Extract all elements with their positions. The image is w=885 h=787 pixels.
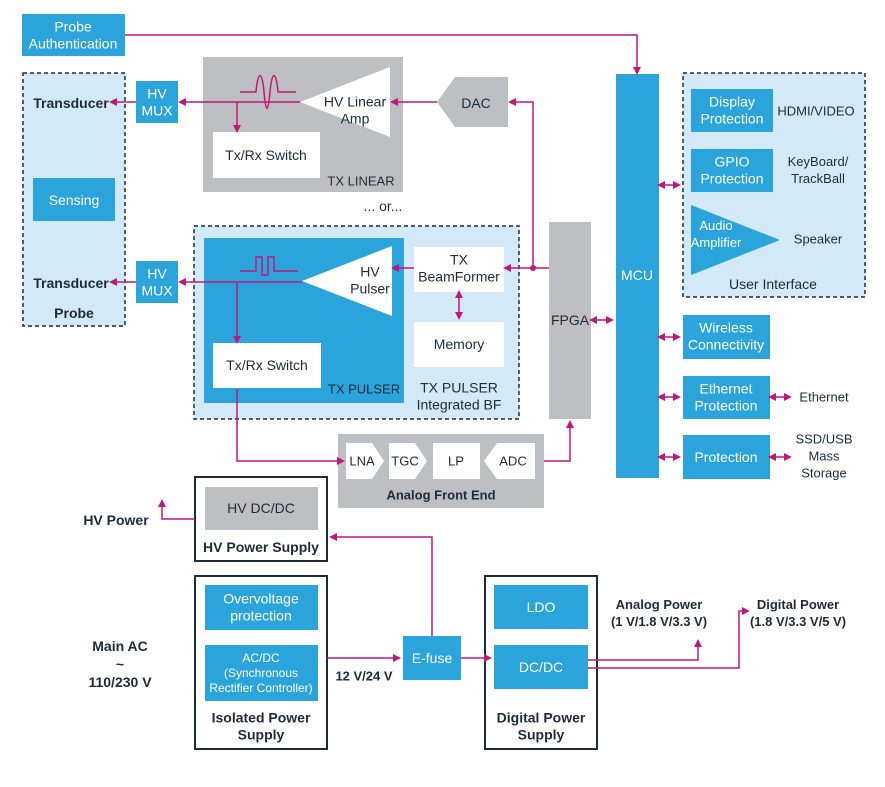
analog-power-label: Analog Power(1 V/1.8 V/3.3 V) xyxy=(611,597,707,629)
sine-burst-icon xyxy=(240,74,296,110)
ldo-label: LDO xyxy=(527,599,556,615)
sensing-label: Sensing xyxy=(49,192,100,208)
tx-pulser-title: TX PULSER xyxy=(328,382,400,397)
sensing-box xyxy=(33,178,115,221)
tgc-shape xyxy=(389,443,427,479)
hv-mux-top-box xyxy=(136,81,178,123)
user-interface-label: User Interface xyxy=(729,276,817,292)
acdc-box xyxy=(205,645,318,701)
hv-linear-amp-triangle xyxy=(300,67,390,137)
wireless-connectivity-box xyxy=(683,315,770,359)
display-protection-box xyxy=(691,89,773,132)
dcdc-label: DC/DC xyxy=(519,659,563,675)
fpga-label: FPGA xyxy=(551,312,590,328)
lp-box xyxy=(433,443,480,479)
tx-linear-title: TX LINEAR xyxy=(327,174,394,189)
digital-power-label: Digital Power(1.8 V/3.3 V/5 V) xyxy=(750,597,846,629)
mcu-label: MCU xyxy=(621,267,653,283)
connector-adc-fpga xyxy=(544,420,574,462)
hv-mux-bottom-box xyxy=(136,261,178,303)
v12-24-label: 12 V/24 V xyxy=(335,669,392,684)
main-ac-label: Main AC~110/230 V xyxy=(88,638,152,690)
transducer-top-label: Transducer xyxy=(33,95,109,111)
analog-front-end-label: Analog Front End xyxy=(386,488,495,503)
connector-efuse-hv xyxy=(329,533,433,636)
txrx-switch-pulser-box xyxy=(213,343,321,388)
overvoltage-protection-box xyxy=(205,585,318,630)
connector-hv-power-out xyxy=(158,499,195,520)
ethernet-label: Ethernet xyxy=(799,390,849,405)
lna-shape xyxy=(346,443,384,479)
memory-label: Memory xyxy=(434,336,485,352)
probe-authentication-box xyxy=(22,14,125,56)
connector-fpga-dac xyxy=(508,98,534,268)
hdmi-video-label: HDMI/VIDEO xyxy=(777,104,854,119)
dac-label: DAC xyxy=(461,95,491,111)
ethernet-protection-box xyxy=(683,376,770,419)
protection-box xyxy=(683,435,770,479)
efuse-label: E-fuse xyxy=(412,650,453,666)
hv-power-label: HV Power xyxy=(83,512,149,528)
lp-label: LP xyxy=(448,454,464,469)
protection-label: Protection xyxy=(694,449,757,465)
connector-auth-mcu xyxy=(125,34,641,75)
hv-power-supply-label: HV Power Supply xyxy=(203,539,319,555)
gpio-protection-box xyxy=(691,149,773,192)
hv-dcdc-box xyxy=(205,487,318,530)
connectors xyxy=(109,34,792,669)
txrx-switch-linear-label: Tx/Rx Switch xyxy=(225,147,307,163)
tx-beamformer-box xyxy=(414,247,504,292)
dac-box xyxy=(437,77,508,127)
probe-title: Probe xyxy=(54,305,94,321)
efuse-box xyxy=(403,636,461,680)
connector-switch-lna xyxy=(236,389,345,465)
hv-dcdc-label: HV DC/DC xyxy=(227,500,295,516)
txrx-switch-linear-box xyxy=(213,132,320,178)
keyboard-trackball-label: KeyBoard/TrackBall xyxy=(788,154,849,186)
hv-pulser-triangle xyxy=(302,246,392,316)
or-text: ... or... xyxy=(364,198,403,214)
transducer-bottom-label: Transducer xyxy=(33,275,109,291)
adc-shape xyxy=(484,443,535,479)
junction-dot xyxy=(530,265,536,271)
pulse-train-icon xyxy=(240,256,298,276)
dcdc-box xyxy=(494,645,588,689)
memory-box xyxy=(414,322,504,367)
txrx-switch-pulser-label: Tx/Rx Switch xyxy=(226,357,308,373)
ldo-box xyxy=(494,585,588,629)
mcu-box xyxy=(616,74,659,478)
speaker-label: Speaker xyxy=(794,232,843,247)
adc-label: ADC xyxy=(499,454,526,469)
connector-dcdc-analog xyxy=(588,639,702,661)
lna-label: LNA xyxy=(349,454,375,469)
tgc-label: TGC xyxy=(391,454,418,469)
fpga-box xyxy=(549,222,591,419)
connector-dcdc-digital xyxy=(588,607,750,669)
audio-amplifier-triangle xyxy=(691,205,780,275)
